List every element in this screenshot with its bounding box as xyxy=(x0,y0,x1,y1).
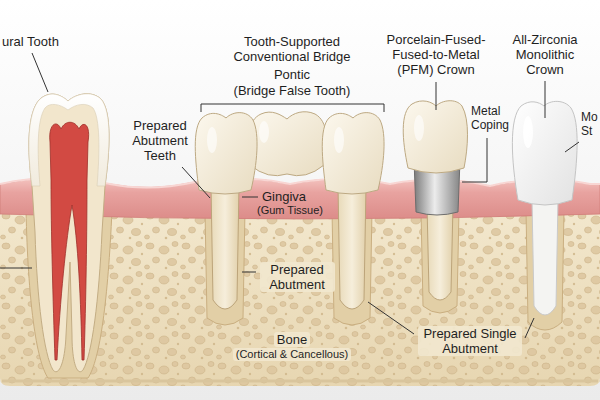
pulp xyxy=(50,122,89,360)
bracket xyxy=(201,104,384,112)
zirconia-stump xyxy=(532,200,558,315)
leader-line xyxy=(242,272,256,273)
pontic xyxy=(248,112,327,176)
leader-line xyxy=(436,82,437,110)
highlight xyxy=(334,127,344,153)
highlight xyxy=(207,127,217,153)
leader-line xyxy=(242,197,258,198)
abutment-crown xyxy=(195,113,257,194)
part-label: All-Zirconia Monolithic Crown xyxy=(505,32,585,77)
part-label: Prepared Abutment xyxy=(260,262,335,292)
part-label: Metal Coping xyxy=(471,104,519,132)
highlight xyxy=(259,121,269,143)
part-label: Prepared Single Abutment xyxy=(418,326,522,356)
leader-lines xyxy=(0,53,579,338)
part-label: (Gum Tissue) xyxy=(257,204,323,217)
part-label: Bone xyxy=(274,332,310,347)
natural-tooth xyxy=(29,94,109,372)
highlight xyxy=(414,115,424,141)
abutment-crown xyxy=(322,113,384,194)
part-label: Porcelain-Fused- Fused-to-Metal (PFM) Cr… xyxy=(382,32,490,77)
leader-line xyxy=(0,268,32,269)
part-label: Gingiva xyxy=(262,189,306,204)
leader-line xyxy=(545,81,546,118)
part-label: Mo St xyxy=(581,110,599,138)
leader-line xyxy=(32,53,48,92)
part-label: (Cortical & Cancellous) xyxy=(233,348,351,361)
leader-line xyxy=(525,318,534,338)
leader-line xyxy=(565,142,579,152)
prepared-abutment xyxy=(211,186,239,309)
part-label: Prepared Abutment Teeth xyxy=(123,118,198,163)
leader-line xyxy=(182,167,210,198)
prepared-abutment xyxy=(427,205,453,300)
part-label: ural Tooth xyxy=(2,34,59,49)
part-label: Pontic xyxy=(274,67,310,82)
leader-line xyxy=(368,302,414,334)
prepared-abutment xyxy=(338,186,366,309)
section-title: Tooth-Supported Conventional Bridge xyxy=(222,34,362,64)
highlight xyxy=(523,116,533,148)
leader-line xyxy=(462,138,487,182)
pfm-crown xyxy=(403,101,467,173)
part-label: (Bridge False Tooth) xyxy=(234,83,351,98)
cortical-bone xyxy=(2,380,598,383)
